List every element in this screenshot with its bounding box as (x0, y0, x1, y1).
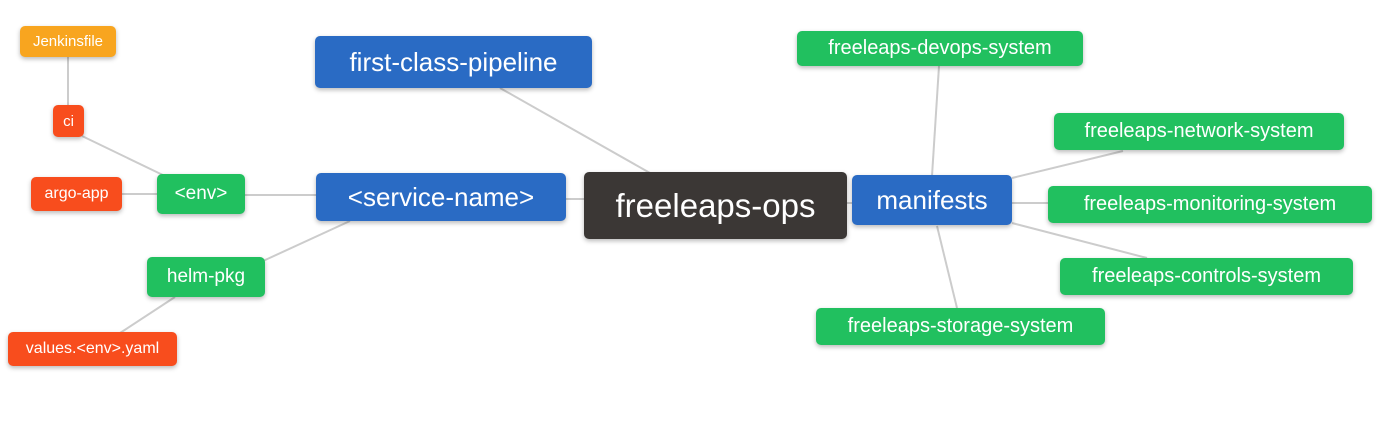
node-freeleaps-controls-system[interactable]: freeleaps-controls-system (1060, 258, 1353, 295)
node-jenkinsfile[interactable]: Jenkinsfile (20, 26, 116, 57)
node-values-env-yaml[interactable]: values.<env>.yaml (8, 332, 177, 366)
edge-manifests-devops (931, 65, 940, 177)
node-manifests[interactable]: manifests (852, 175, 1012, 225)
edge-values-helmpkg (119, 296, 176, 334)
edge-manifests-storage (936, 225, 958, 309)
node-argo-app[interactable]: argo-app (31, 177, 122, 211)
node-freeleaps-monitoring-system[interactable]: freeleaps-monitoring-system (1048, 186, 1372, 223)
node-freeleaps-storage-system[interactable]: freeleaps-storage-system (816, 308, 1105, 345)
node-first-class-pipeline[interactable]: first-class-pipeline (315, 36, 592, 88)
node-env[interactable]: <env> (157, 174, 245, 214)
node-freeleaps-devops-system[interactable]: freeleaps-devops-system (797, 31, 1083, 66)
node-helm-pkg[interactable]: helm-pkg (147, 257, 265, 297)
node-ci[interactable]: ci (53, 105, 84, 137)
edge-helmpkg-servicename (262, 220, 351, 262)
edge-pipeline-ops (499, 87, 651, 174)
edge-ci-env (81, 135, 168, 178)
edge-manifests-controls (1011, 222, 1148, 259)
edge-manifests-network (1011, 150, 1124, 179)
node-service-name[interactable]: <service-name> (316, 173, 566, 221)
node-freeleaps-network-system[interactable]: freeleaps-network-system (1054, 113, 1344, 150)
node-freeleaps-ops[interactable]: freeleaps-ops (584, 172, 847, 239)
